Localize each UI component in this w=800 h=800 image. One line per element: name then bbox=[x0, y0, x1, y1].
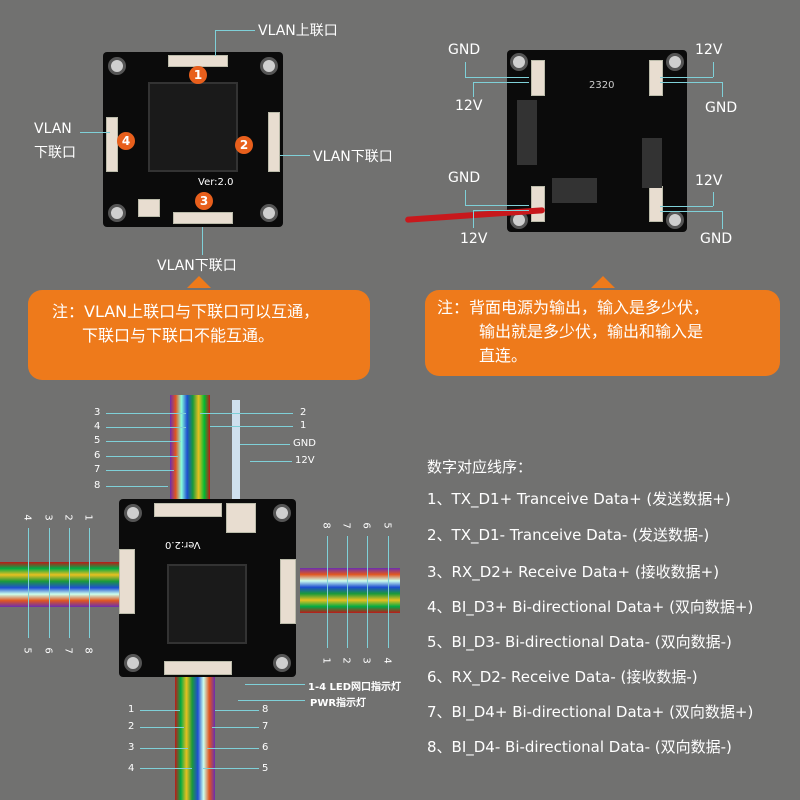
legend-item: 5、BI_D3- Bi-directional Data- (双向数据-) bbox=[427, 633, 732, 651]
label-12v-br: 12V bbox=[695, 173, 723, 189]
pin-label: 7 bbox=[94, 464, 101, 475]
note-power-output: 注：背面电源为输出，输入是多少伏， 输出就是多少伏，输出和输入是 直连。 bbox=[425, 276, 780, 376]
pin-label: 4 bbox=[128, 763, 135, 774]
legend-item: 7、BI_D4+ Bi-directional Data+ (双向数据+) bbox=[427, 703, 754, 721]
badge-4: 4 bbox=[117, 132, 135, 150]
switch-board-back: 2320 bbox=[507, 50, 687, 232]
legend-item: 4、BI_D3+ Bi-directional Data+ (双向数据+) bbox=[427, 598, 754, 616]
label-gnd-bl: GND bbox=[448, 170, 481, 186]
note-line: 注：VLAN上联口与下联口可以互通， bbox=[52, 302, 320, 321]
pin-label: 5 bbox=[21, 647, 33, 654]
pin-label: 8 bbox=[320, 522, 332, 529]
pin-label: 1 bbox=[82, 514, 94, 521]
legend-item: 1、TX_D1+ Tranceive Data+ (发送数据+) bbox=[427, 490, 731, 508]
legend-item: 8、BI_D4- Bi-directional Data- (双向数据-) bbox=[427, 738, 732, 756]
label-vlan-downlink-bottom: VLAN下联口 bbox=[157, 258, 237, 274]
pin-label: 4 bbox=[94, 421, 101, 432]
pin-label: 4 bbox=[21, 514, 33, 521]
pin-label: 5 bbox=[262, 763, 269, 774]
label-gnd-tl: GND bbox=[448, 42, 481, 58]
label-gnd-br: GND bbox=[700, 231, 733, 247]
switch-board-wired: Ver:2.0 bbox=[119, 499, 296, 677]
power-12v-label: 12V bbox=[295, 455, 315, 466]
legend-item: 3、RX_D2+ Receive Data+ (接收数据+) bbox=[427, 563, 720, 581]
version-label: Ver:2.0 bbox=[165, 539, 201, 550]
label-vlan-downlink-left-1: VLAN bbox=[34, 121, 72, 137]
pin-label: 8 bbox=[82, 647, 94, 654]
port-4-connector bbox=[106, 117, 118, 172]
note-line: 直连。 bbox=[479, 346, 528, 365]
port-2-connector bbox=[268, 112, 280, 172]
led-indicator-label: 1-4 LED网口指示灯 bbox=[308, 682, 402, 693]
pin-label: 3 bbox=[42, 514, 54, 521]
pin-label: 2 bbox=[62, 514, 74, 521]
pin-label: 6 bbox=[360, 522, 372, 529]
pin-label: 5 bbox=[381, 522, 393, 529]
label-vlan-uplink: VLAN上联口 bbox=[258, 23, 338, 39]
pin-label: 8 bbox=[262, 704, 269, 715]
badge-1: 1 bbox=[189, 66, 207, 84]
port-3-connector bbox=[173, 212, 233, 224]
note-line: 注：背面电源为输出，输入是多少伏， bbox=[437, 298, 710, 317]
pin-label: 1 bbox=[128, 704, 135, 715]
pin-label: 5 bbox=[94, 435, 101, 446]
label-12v-bl: 12V bbox=[460, 231, 488, 247]
label-vlan-downlink-right: VLAN下联口 bbox=[313, 149, 393, 165]
pin-label: 6 bbox=[42, 647, 54, 654]
label-12v-tr: 12V bbox=[695, 42, 723, 58]
badge-3: 3 bbox=[195, 192, 213, 210]
pin-label: 6 bbox=[262, 742, 269, 753]
pin-label: 2 bbox=[128, 721, 135, 732]
pwr-indicator-label: PWR指示灯 bbox=[310, 698, 367, 709]
label-vlan-downlink-left-2: 下联口 bbox=[34, 145, 76, 161]
pin-label: 2 bbox=[300, 407, 307, 418]
pin-label: 3 bbox=[94, 407, 101, 418]
label-gnd-tr: GND bbox=[705, 100, 738, 116]
version-label: Ver:2.0 bbox=[198, 177, 234, 188]
pin-label: 8 bbox=[94, 480, 101, 491]
note-vlan-interconnect: 注：VLAN上联口与下联口可以互通， 下联口与下联口不能互通。 bbox=[28, 276, 370, 380]
note-line: 输出就是多少伏，输出和输入是 bbox=[479, 322, 704, 341]
legend-item: 6、RX_D2- Receive Data- (接收数据-) bbox=[427, 668, 698, 686]
pin-label: 7 bbox=[340, 522, 352, 529]
power-gnd-label: GND bbox=[293, 438, 316, 449]
pin-label: 7 bbox=[62, 647, 74, 654]
legend-item: 2、TX_D1- Tranceive Data- (发送数据-) bbox=[427, 526, 710, 544]
pin-label: 7 bbox=[262, 721, 269, 732]
pin-label: 3 bbox=[360, 657, 372, 664]
legend-title: 数字对应线序： bbox=[427, 458, 533, 476]
note-line: 下联口与下联口不能互通。 bbox=[82, 326, 275, 345]
badge-2: 2 bbox=[235, 136, 253, 154]
board-code: 2320 bbox=[589, 80, 615, 91]
pin-label: 4 bbox=[381, 657, 393, 664]
pin-label: 6 bbox=[94, 450, 101, 461]
main-chip bbox=[148, 82, 238, 172]
pin-label: 2 bbox=[340, 657, 352, 664]
label-12v-tl: 12V bbox=[455, 98, 483, 114]
pin-label: 1 bbox=[300, 420, 307, 431]
pin-label: 3 bbox=[128, 742, 135, 753]
switch-board-front: Ver:2.0 1 2 3 4 bbox=[103, 52, 283, 227]
pin-label: 1 bbox=[320, 657, 332, 664]
